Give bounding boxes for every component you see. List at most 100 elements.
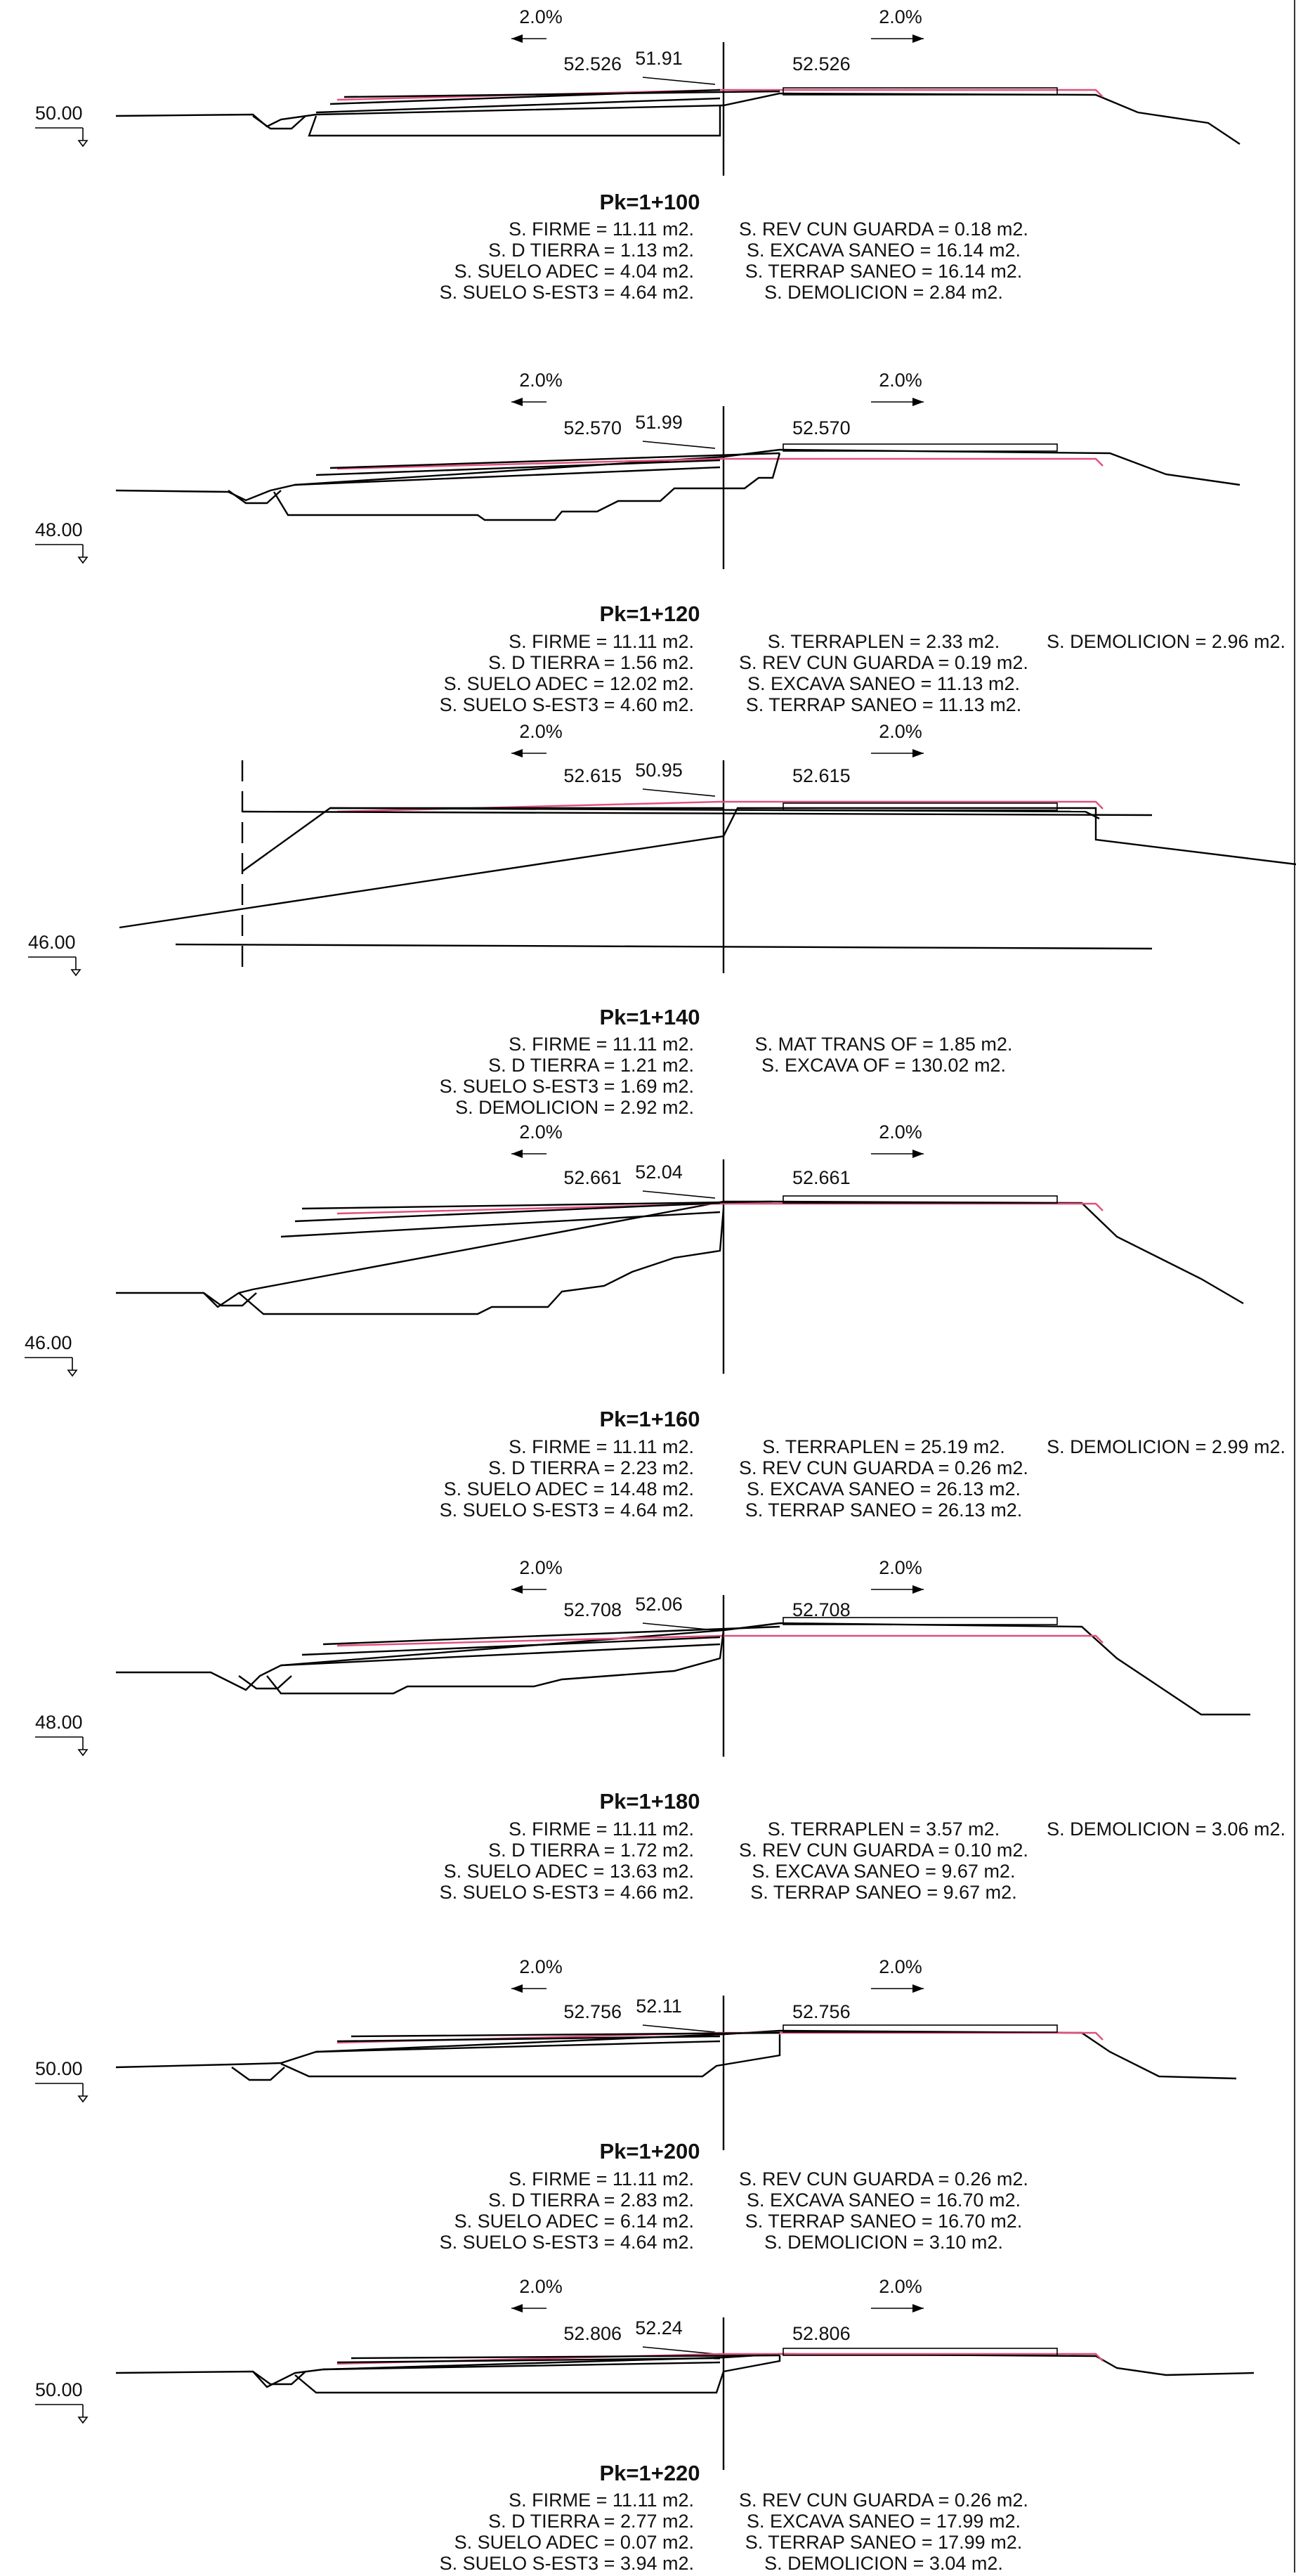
slope-left-arrow	[511, 1585, 546, 1594]
datum-label: 46.00	[25, 1332, 72, 1353]
arrow-head	[912, 398, 924, 406]
area-col1-item: S. D TIERRA = 2.83 m2.	[488, 2190, 694, 2211]
area-col1-item: S. SUELO S-EST3 = 4.64 m2.	[440, 282, 694, 303]
area-col1-item: S. SUELO S-EST3 = 4.60 m2.	[440, 694, 694, 715]
area-col2-item: S. TERRAPLEN = 25.19 m2.	[762, 1436, 1004, 1457]
slope-left-label: 2.0%	[519, 2276, 563, 2297]
area-col1-item: S. FIRME = 11.11 m2.	[509, 1436, 694, 1457]
area-col1-item: S. D TIERRA = 2.77 m2.	[488, 2511, 694, 2532]
elevation-axis-label: 52.11	[636, 1996, 682, 2017]
elevation-axis-label: 51.99	[635, 412, 683, 433]
arrow-head	[511, 398, 523, 406]
section-title: Pk=1+120	[599, 601, 700, 626]
area-col2-item: S. DEMOLICION = 3.10 m2.	[764, 2232, 1003, 2253]
datum-label: 50.00	[35, 2379, 83, 2400]
datum-label: 50.00	[35, 2058, 83, 2079]
arrow-head	[511, 34, 523, 43]
elevation-left-label: 52.570	[563, 417, 622, 438]
pavement-layer	[301, 1200, 773, 1210]
arrow-head	[912, 749, 924, 757]
subgrade-line	[273, 453, 781, 521]
elevation-right-label: 52.615	[792, 765, 851, 786]
pavement-layer	[294, 1202, 721, 1223]
datum-triangle	[77, 1749, 89, 1757]
subgrade-line	[238, 1208, 725, 1315]
area-col1-item: S. FIRME = 11.11 m2.	[509, 1819, 694, 1840]
pavement-layer	[294, 466, 721, 486]
area-col2-item: S. EXCAVA SANEO = 9.67 m2.	[752, 1861, 1016, 1882]
datum-triangle	[77, 557, 89, 564]
area-col1-item: S. SUELO ADEC = 4.04 m2.	[454, 261, 694, 282]
datum-label: 48.00	[35, 519, 83, 540]
elevation-right-label: 52.806	[792, 2323, 851, 2344]
pavement-layer	[336, 2035, 721, 2043]
elevation-left-label: 52.526	[563, 53, 622, 74]
elevation-axis-label: 50.95	[635, 760, 683, 781]
pavement-block-right	[783, 87, 1058, 96]
area-col1-item: S. D TIERRA = 1.56 m2.	[488, 652, 694, 673]
ditch	[252, 115, 306, 130]
proposed-surface	[336, 457, 1104, 470]
slope-right-label: 2.0%	[879, 6, 922, 27]
pavement-block-right	[783, 2348, 1058, 2356]
slope-right-label: 2.0%	[879, 1956, 922, 1977]
area-col1-item: S. SUELO S-EST3 = 3.94 m2.	[440, 2553, 694, 2572]
area-col1-item: S. SUELO ADEC = 13.63 m2.	[444, 1861, 694, 1882]
slope-left-label: 2.0%	[519, 721, 563, 742]
subgrade-line	[266, 1629, 725, 1695]
arrow-head	[511, 1984, 523, 1993]
ditch	[238, 1675, 292, 1690]
elevation-axis-label: 52.06	[635, 1594, 683, 1615]
pavement-block-right	[783, 443, 1058, 452]
area-col1-item: S. SUELO ADEC = 14.48 m2.	[444, 1478, 694, 1500]
elevation-right-label: 52.708	[792, 1599, 851, 1620]
pavement-layer	[280, 1211, 721, 1238]
datum-label: 46.00	[28, 932, 76, 953]
area-col2-item: S. REV CUN GUARDA = 0.10 m2.	[739, 1840, 1028, 1861]
area-col2-item: S. EXCAVA SANEO = 11.13 m2.	[747, 673, 1020, 694]
slope-left-label: 2.0%	[519, 1956, 563, 1977]
elevation-axis-label: 52.04	[635, 1162, 683, 1183]
ditch	[203, 1292, 257, 1307]
slope-right-arrow	[871, 749, 924, 757]
pavement-block-right	[783, 2024, 1058, 2033]
area-col2-item: S. REV CUN GUARDA = 0.26 m2.	[739, 2490, 1028, 2511]
proposed-surface	[336, 1634, 1104, 1647]
area-col1-item: S. SUELO S-EST3 = 4.66 m2.	[440, 1882, 694, 1903]
subgrade-line	[294, 2355, 781, 2394]
elevation-axis-label: 51.91	[635, 48, 683, 69]
area-col2-item: S. EXCAVA SANEO = 16.14 m2.	[747, 240, 1021, 261]
ditch	[252, 2371, 306, 2386]
slope-left-arrow	[511, 398, 546, 406]
datum-label: 48.00	[35, 1712, 83, 1733]
area-col1-item: S. DEMOLICION = 2.92 m2.	[455, 1097, 694, 1118]
proposed-surface	[336, 800, 1104, 813]
area-col2-item: S. TERRAP SANEO = 16.70 m2.	[745, 2211, 1022, 2232]
area-col2-item: S. TERRAPLEN = 3.57 m2.	[768, 1819, 1000, 1840]
area-col2-item: S. REV CUN GUARDA = 0.19 m2.	[739, 652, 1028, 673]
ditch	[231, 2067, 285, 2081]
elevation-left-label: 52.756	[563, 2001, 622, 2022]
slope-right-arrow	[871, 398, 924, 406]
pavement-layer	[336, 2357, 721, 2364]
area-col1-item: S. SUELO S-EST3 = 4.64 m2.	[440, 2232, 694, 2253]
slope-right-arrow	[871, 1984, 924, 1993]
slope-left-arrow	[511, 749, 546, 757]
pavement-block-right	[783, 802, 1058, 811]
section-title: Pk=1+200	[599, 2139, 700, 2164]
section-title: Pk=1+100	[599, 190, 700, 214]
area-col2-item: S. EXCAVA SANEO = 16.70 m2.	[747, 2190, 1021, 2211]
slope-left-label: 2.0%	[519, 370, 563, 391]
area-col2-item: S. TERRAP SANEO = 9.67 m2.	[750, 1882, 1016, 1903]
slope-right-arrow	[871, 1150, 924, 1158]
ground-line	[119, 807, 1296, 929]
elevation-right-label: 52.756	[792, 2001, 851, 2022]
elevation-left-label: 52.806	[563, 2323, 622, 2344]
arrow-head	[912, 1585, 924, 1594]
area-col2-item: S. REV CUN GUARDA = 0.18 m2.	[739, 219, 1028, 240]
proposed-surface	[336, 2031, 1104, 2044]
datum-label: 50.00	[35, 103, 83, 124]
